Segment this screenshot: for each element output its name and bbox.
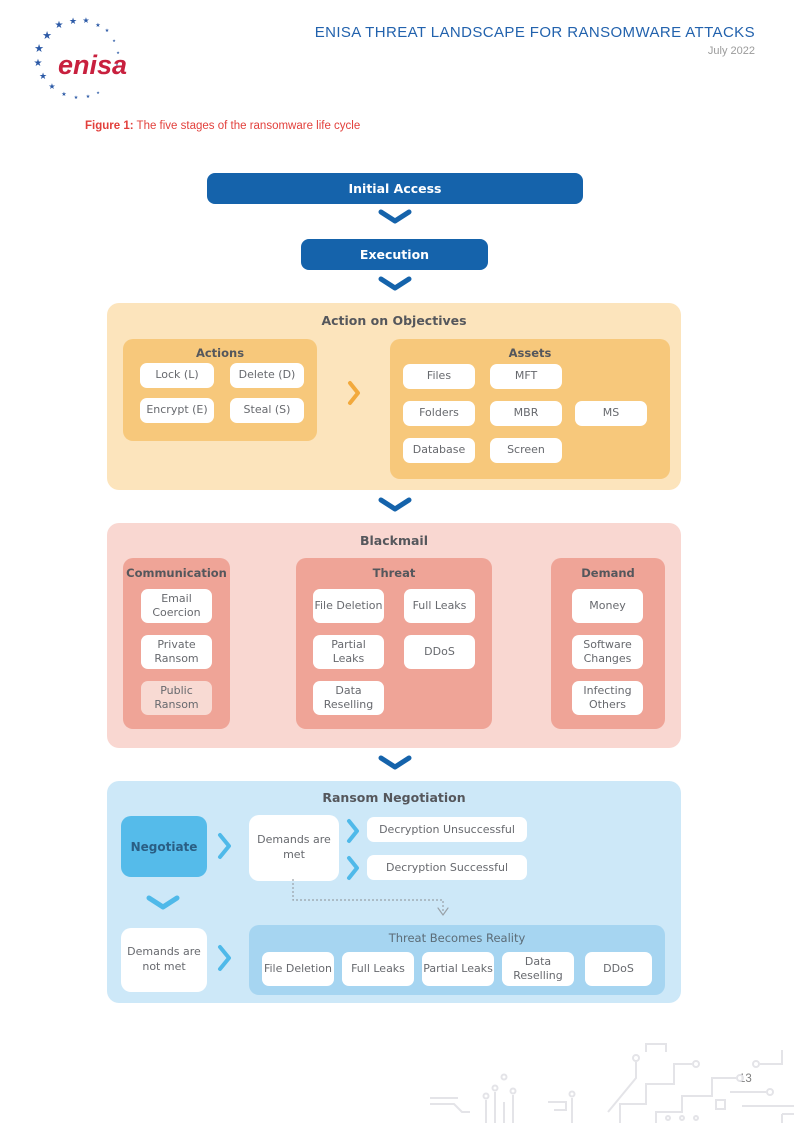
panel-action-on-objectives: Action on Objectives Actions Lock (L) De… — [107, 303, 681, 490]
chevron-down-icon — [145, 895, 181, 911]
decryption-successful-node: Decryption Successful — [367, 855, 527, 880]
svg-text:★: ★ — [48, 82, 55, 91]
reality-item: Partial Leaks — [422, 952, 494, 986]
chevron-right-icon — [346, 380, 362, 406]
svg-text:★: ★ — [116, 50, 120, 55]
svg-text:★: ★ — [61, 91, 66, 98]
dotted-connector-arrow — [290, 879, 455, 923]
svg-text:★: ★ — [34, 42, 44, 55]
svg-text:★: ★ — [112, 38, 116, 43]
subpanel-assets: Assets Files MFT Folders MBR MS Database… — [390, 339, 670, 479]
chevron-right-icon — [346, 818, 361, 844]
asset-item: Files — [403, 364, 475, 389]
figure-caption-label: Figure 1: — [85, 120, 134, 132]
enisa-logo-text: enisa — [58, 50, 127, 80]
asset-item: Folders — [403, 401, 475, 426]
subpanel-title: Threat — [372, 566, 416, 580]
svg-text:★: ★ — [86, 94, 91, 100]
subpanel-communication: Communication Email Coercion Private Ran… — [123, 558, 230, 729]
asset-item: MS — [575, 401, 647, 426]
subpanel-threat-becomes-reality: Threat Becomes Reality File Deletion Ful… — [249, 925, 665, 995]
chevron-right-icon — [346, 855, 361, 881]
subpanel-threat: Threat File Deletion Full Leaks Partial … — [296, 558, 492, 729]
threat-item: DDoS — [404, 635, 475, 669]
threat-item: File Deletion — [313, 589, 384, 623]
panel-title: Action on Objectives — [321, 313, 467, 328]
reality-item: Data Reselling — [502, 952, 574, 986]
threat-item: Full Leaks — [404, 589, 475, 623]
svg-text:★: ★ — [74, 95, 79, 100]
svg-text:★: ★ — [96, 90, 100, 95]
demand-item: Money — [572, 589, 643, 623]
communication-item: Private Ransom — [141, 635, 212, 669]
subpanel-actions: Actions Lock (L) Delete (D) Encrypt (E) … — [123, 339, 317, 441]
enisa-logo-stars-icon: ★ ★ ★ ★ ★ ★ ★ ★ ★ ★ ★ ★ ★ ★ ★ ★ ★ enisa — [34, 16, 128, 101]
panel-blackmail: Blackmail Communication Email Coercion P… — [107, 523, 681, 748]
panel-title: Blackmail — [360, 533, 428, 548]
action-item: Steal (S) — [230, 398, 304, 423]
svg-text:★: ★ — [115, 63, 118, 67]
subpanel-title: Demand — [581, 566, 635, 580]
chevron-down-icon — [377, 276, 413, 292]
chevron-right-icon — [216, 831, 233, 861]
svg-text:★: ★ — [34, 58, 43, 69]
chevron-down-icon — [377, 755, 413, 771]
demand-item: Software Changes — [572, 635, 643, 669]
svg-text:★: ★ — [69, 17, 77, 27]
negotiate-node: Negotiate — [121, 816, 207, 877]
demands-not-met-node: Demands are not met — [121, 928, 207, 992]
threat-item: Data Reselling — [313, 681, 384, 715]
svg-text:★: ★ — [95, 22, 100, 29]
communication-item: Email Coercion — [141, 589, 212, 623]
asset-item: MFT — [490, 364, 562, 389]
figure-caption: Figure 1: The five stages of the ransomw… — [85, 120, 360, 132]
document-date: July 2022 — [707, 45, 755, 57]
reality-item: Full Leaks — [342, 952, 414, 986]
action-item: Lock (L) — [140, 363, 214, 388]
communication-item: Public Ransom — [141, 681, 212, 715]
action-item: Encrypt (E) — [140, 398, 214, 423]
action-item: Delete (D) — [230, 363, 304, 388]
subpanel-title: Communication — [126, 566, 227, 580]
chevron-down-icon — [377, 209, 413, 225]
subpanel-title: Threat Becomes Reality — [388, 931, 526, 945]
reality-item: File Deletion — [262, 952, 334, 986]
demand-item: Infecting Others — [572, 681, 643, 715]
panel-ransom-negotiation: Ransom Negotiation Negotiate Demands are… — [107, 781, 681, 1003]
stage-execution: Execution — [301, 239, 488, 270]
chevron-down-icon — [377, 497, 413, 513]
chevron-right-icon — [216, 943, 233, 973]
asset-item: Screen — [490, 438, 562, 463]
decryption-unsuccessful-node: Decryption Unsuccessful — [367, 817, 527, 842]
panel-title: Ransom Negotiation — [322, 790, 466, 805]
reality-item: DDoS — [585, 952, 652, 986]
threat-item: Partial Leaks — [313, 635, 384, 669]
subpanel-title: Assets — [508, 346, 552, 360]
subpanel-title: Actions — [195, 346, 245, 360]
document-title: ENISA THREAT LANDSCAPE FOR RANSOMWARE AT… — [314, 24, 755, 41]
subpanel-demand: Demand Money Software Changes Infecting … — [551, 558, 665, 729]
circuit-decoration-graphic — [430, 1040, 794, 1123]
document-header: ENISA THREAT LANDSCAPE FOR RANSOMWARE AT… — [315, 24, 755, 57]
asset-item: MBR — [490, 401, 562, 426]
demands-met-node: Demands are met — [249, 815, 339, 881]
svg-text:★: ★ — [55, 20, 64, 31]
svg-text:★: ★ — [39, 72, 47, 82]
figure-caption-text: The five stages of the ransomware life c… — [133, 120, 361, 132]
stage-initial-access: Initial Access — [207, 173, 583, 204]
svg-text:★: ★ — [82, 16, 89, 25]
svg-text:★: ★ — [42, 29, 52, 42]
svg-text:★: ★ — [105, 28, 110, 34]
enisa-logo: ★ ★ ★ ★ ★ ★ ★ ★ ★ ★ ★ ★ ★ ★ ★ ★ ★ enisa — [26, 10, 138, 101]
asset-item: Database — [403, 438, 475, 463]
